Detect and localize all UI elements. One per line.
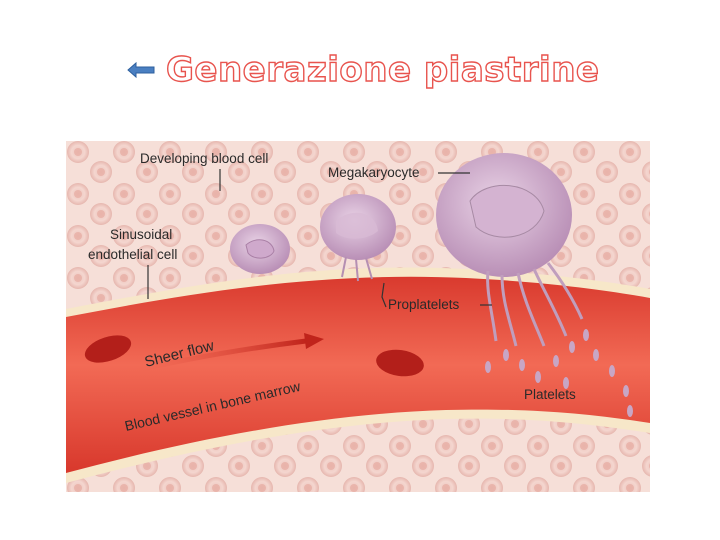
platelet-generation-figure: Developing blood cell Megakaryocyte Sinu… xyxy=(66,141,650,492)
left-arrow-icon[interactable] xyxy=(126,60,156,80)
label-sinusoidal: Sinusoidal xyxy=(110,227,172,242)
label-proplatelets: Proplatelets xyxy=(388,297,460,312)
red-blood-cell xyxy=(84,335,132,363)
platelets xyxy=(485,329,633,417)
label-megakaryocyte: Megakaryocyte xyxy=(328,165,420,180)
flow-arrow xyxy=(125,338,307,376)
blood-vessel xyxy=(66,276,650,473)
title-row: Generazione piastrine xyxy=(0,48,720,94)
page-title: Generazione piastrine xyxy=(165,49,600,90)
label-developing-blood-cell: Developing blood cell xyxy=(140,151,268,166)
red-blood-cell xyxy=(376,349,424,377)
label-platelets: Platelets xyxy=(524,387,576,402)
proplatelets xyxy=(486,262,584,347)
flow-arrowhead xyxy=(304,333,324,349)
label-endothelial-cell: endothelial cell xyxy=(88,247,177,262)
